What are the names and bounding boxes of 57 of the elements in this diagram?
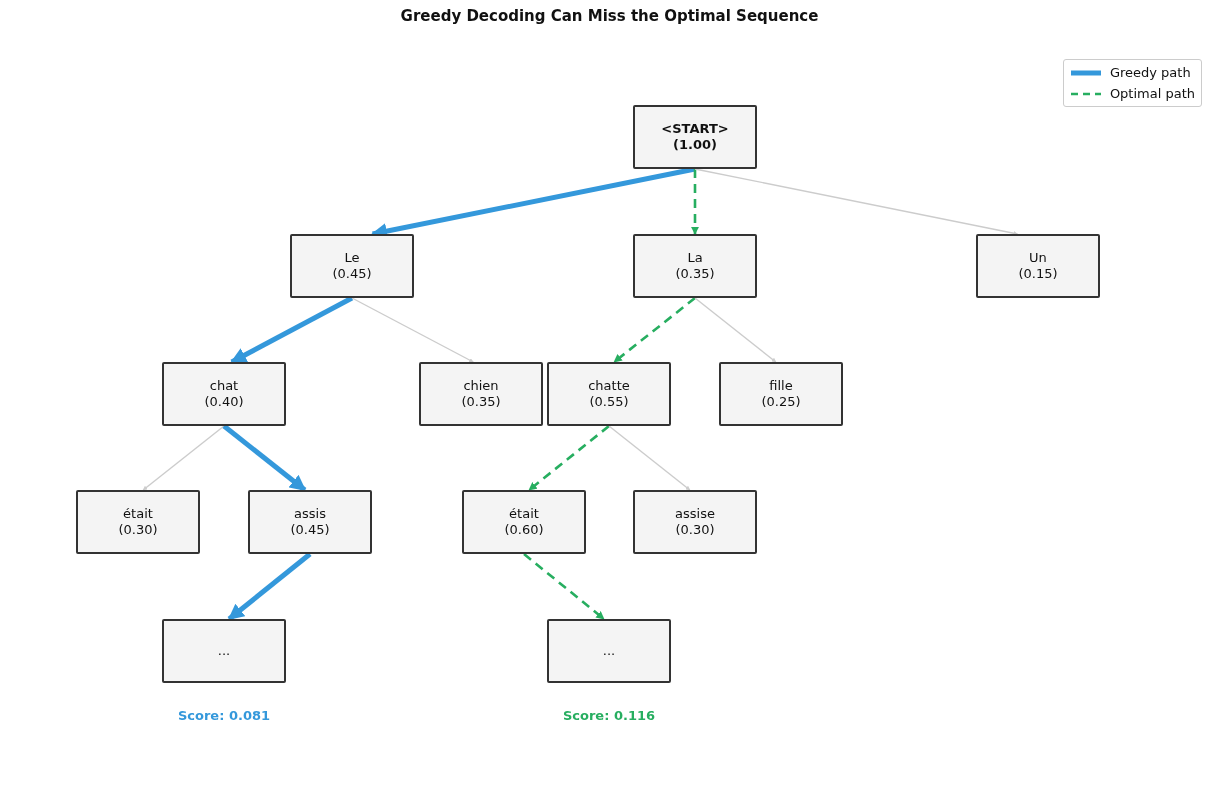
arrow [230,295,354,365]
token-box [162,619,286,683]
token-box [633,105,757,169]
token-label: ... [217,643,231,659]
token-box [547,362,671,426]
token-label: chatte [588,378,630,394]
probability-label: (0.60) [504,522,544,538]
token-box [162,362,286,426]
token-box [462,490,586,554]
arrow [694,297,777,363]
arrow [690,169,700,235]
arrow [351,297,474,363]
probability-label: (0.15) [1018,266,1058,282]
probability-label: (0.30) [118,522,158,538]
token-label: chien [463,378,499,394]
token-box [419,362,543,426]
legend-label: Optimal path [1109,86,1195,101]
token-box [719,362,843,426]
probability-label: (0.55) [589,394,629,410]
arrow [523,553,605,620]
arrow [222,424,307,492]
token-label: Le [344,250,360,266]
probability-label: (0.45) [332,266,372,282]
token-box [76,490,200,554]
arrow [694,168,1019,236]
token-box [633,490,757,554]
token-box [976,234,1100,298]
token-label: Un [1029,250,1047,266]
probability-label: (0.40) [204,394,244,410]
arrow [608,425,691,491]
token-box [633,234,757,298]
token-label: ... [602,643,616,659]
token-label: était [123,506,153,522]
token-label: <START> [661,121,729,137]
token-label: fille [769,378,793,394]
token-label: chat [209,378,239,394]
arrow [227,552,312,621]
probability-label: (0.25) [761,394,801,410]
token-label: assise [675,506,715,522]
probability-label: (0.35) [461,394,501,410]
token-label: était [509,506,539,522]
token-label: La [687,250,703,266]
token-label: assis [294,506,326,522]
probability-label: (1.00) [673,137,717,153]
arrow [613,297,696,363]
arrow [142,425,225,491]
chart-title: Greedy Decoding Can Miss the Optimal Sequence [399,7,820,25]
token-box [547,619,671,683]
arrow [528,425,610,491]
probability-label: (0.30) [675,522,715,538]
token-box [290,234,414,298]
score-label: Score: 0.081 [177,708,271,723]
probability-label: (0.35) [675,266,715,282]
legend-label: Greedy path [1109,65,1191,80]
probability-label: (0.45) [290,522,330,538]
score-label: Score: 0.116 [562,708,656,723]
token-box [248,490,372,554]
